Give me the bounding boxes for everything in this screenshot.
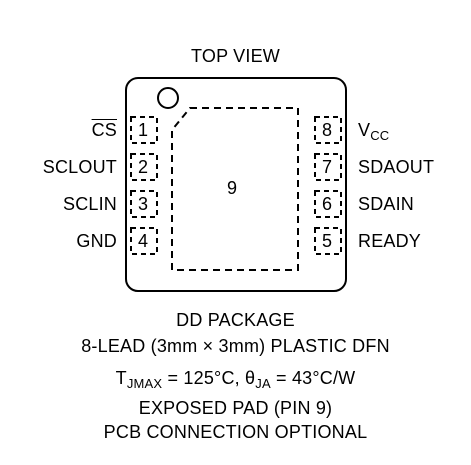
pin-number-4: 4 bbox=[138, 231, 149, 251]
pin-name-1: CS bbox=[91, 120, 117, 140]
pin-name-8-sub: CC bbox=[370, 128, 390, 143]
pin-number-2: 2 bbox=[138, 157, 149, 177]
pin-name-8-main: V bbox=[358, 120, 371, 140]
pin-box-8 bbox=[314, 116, 342, 144]
caption-theta-value: = 43°C/W bbox=[270, 368, 356, 388]
caption-tj-symbol: T bbox=[115, 368, 127, 388]
pin-name-4: GND bbox=[76, 231, 117, 251]
pin-number-6: 6 bbox=[322, 194, 333, 214]
package-body bbox=[125, 77, 347, 292]
pin-number-5: 5 bbox=[322, 231, 333, 251]
pin-box-4 bbox=[130, 227, 158, 255]
pin-box-3 bbox=[130, 190, 158, 218]
caption-theta-sub: JA bbox=[255, 376, 271, 391]
caption-thermal: TJMAX = 125°C, θJA = 43°C/W bbox=[0, 368, 471, 391]
caption-package-name: DD PACKAGE bbox=[176, 310, 295, 330]
caption-exposed-pad: EXPOSED PAD (PIN 9) bbox=[138, 398, 333, 418]
caption-package-desc: 8-LEAD (3mm × 3mm) PLASTIC DFN bbox=[81, 336, 390, 356]
pin-name-8: VCC bbox=[358, 120, 390, 143]
pin-name-2: SCLOUT bbox=[42, 157, 117, 177]
pin-box-6 bbox=[314, 190, 342, 218]
pin-name-7: SDAOUT bbox=[358, 157, 435, 177]
pin-name-6: SDAIN bbox=[358, 194, 415, 214]
caption-pcb-connection: PCB CONNECTION OPTIONAL bbox=[103, 422, 368, 442]
pin-name-5: READY bbox=[358, 231, 422, 251]
pin-box-7 bbox=[314, 153, 342, 181]
pin-number-3: 3 bbox=[138, 194, 149, 214]
exposed-pad-outline bbox=[171, 107, 299, 271]
pin-number-7: 7 bbox=[322, 157, 333, 177]
pin-box-1 bbox=[130, 116, 158, 144]
pin-number-1: 1 bbox=[138, 120, 149, 140]
pin1-marker-circle bbox=[157, 87, 179, 109]
caption-tj-value: = 125°C, θ bbox=[162, 368, 256, 388]
pin-box-2 bbox=[130, 153, 158, 181]
pin-number-8: 8 bbox=[322, 120, 333, 140]
caption-tj-sub: JMAX bbox=[126, 376, 163, 391]
pin-box-5 bbox=[314, 227, 342, 255]
exposed-pad-number: 9 bbox=[227, 178, 238, 198]
view-title: TOP VIEW bbox=[191, 46, 280, 66]
pin-name-3: SCLIN bbox=[62, 194, 117, 214]
